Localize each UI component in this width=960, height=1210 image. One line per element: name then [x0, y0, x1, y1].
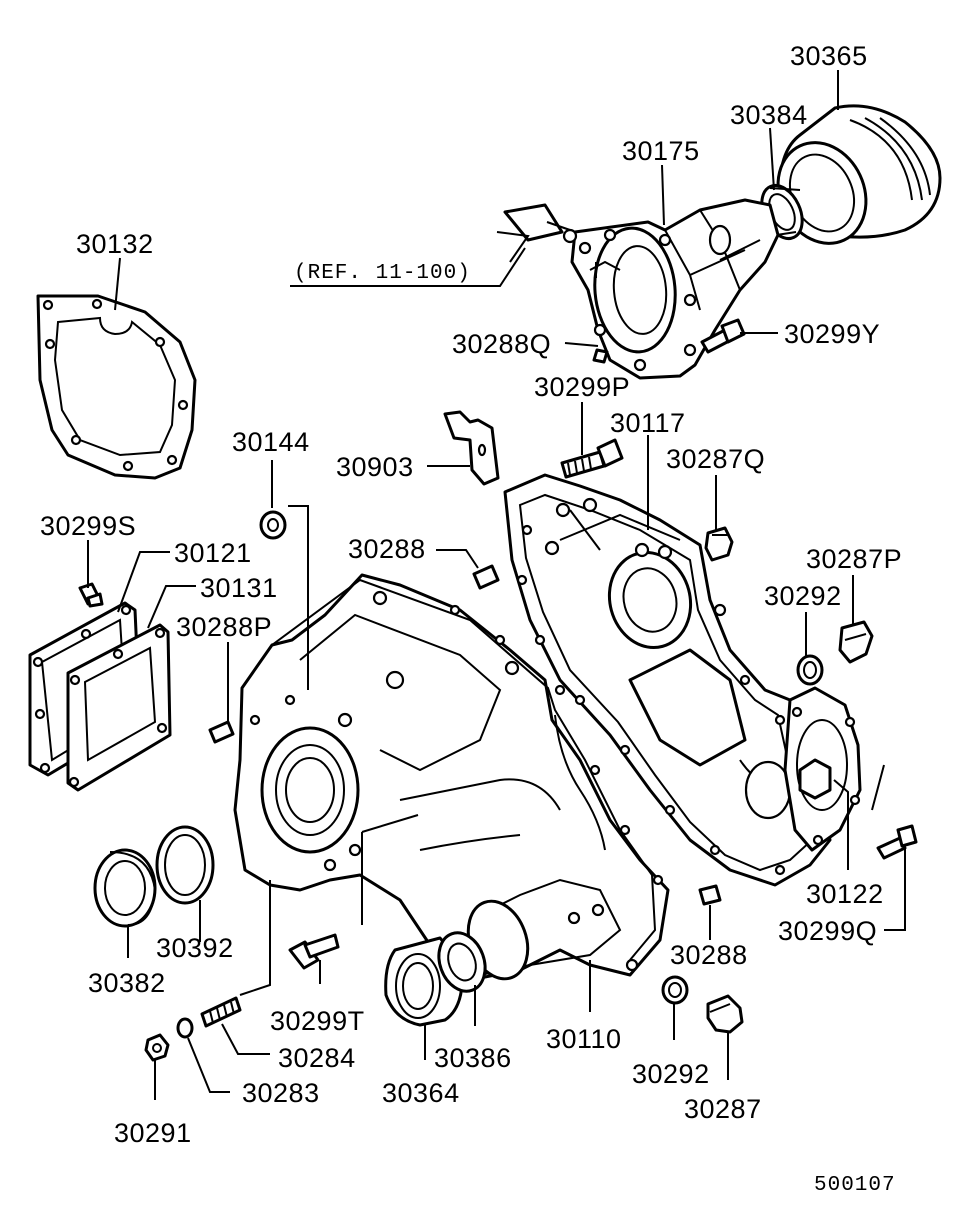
part-30288-pin-lower	[698, 884, 722, 906]
ref-tag	[503, 203, 578, 244]
part-30287Q-plug	[704, 526, 734, 562]
part-30292-washer-upper	[796, 654, 824, 686]
label-30288-lower: 30288	[670, 940, 748, 970]
part-30392-shim	[155, 825, 215, 905]
label-30292-lower: 30292	[632, 1059, 710, 1089]
label-30287: 30287	[684, 1094, 762, 1124]
part-30299P-bolt	[560, 438, 624, 479]
part-30288P-pin	[208, 720, 235, 744]
label-30287Q: 30287Q	[666, 444, 765, 474]
leader-lines	[87, 70, 906, 1100]
label-30110: 30110	[546, 1024, 622, 1054]
figure-code: 500107	[814, 1174, 896, 1197]
part-30292-washer-lower	[661, 975, 689, 1005]
part-30283-washer	[176, 1017, 194, 1039]
part-labels: 30365 30384 30175 30132 (REF. 11-100) 30…	[40, 41, 902, 1197]
label-30299P: 30299P	[534, 372, 630, 402]
part-30144-washer	[259, 510, 287, 540]
label-30131: 30131	[200, 573, 278, 603]
label-30386: 30386	[434, 1043, 512, 1073]
label-30299Q: 30299Q	[778, 916, 877, 946]
label-30365: 30365	[790, 41, 868, 71]
part-30117-case	[503, 473, 832, 887]
label-30288P: 30288P	[176, 612, 272, 642]
part-30175-extension-housing	[570, 198, 780, 380]
part-30382-bearing	[93, 848, 157, 928]
label-30364: 30364	[382, 1078, 460, 1108]
part-30122-cover	[783, 686, 862, 852]
label-30288: 30288	[348, 534, 426, 564]
part-30291-nut	[144, 1033, 170, 1062]
part-30287P-plug	[838, 620, 874, 664]
label-30283: 30283	[242, 1078, 320, 1108]
label-30384: 30384	[730, 100, 808, 130]
label-30288Q: 30288Q	[452, 329, 551, 359]
part-30284-stud	[200, 996, 242, 1028]
part-30287-plug	[706, 994, 744, 1034]
label-30175: 30175	[622, 136, 700, 166]
label-30299Y: 30299Y	[784, 319, 880, 349]
label-30291: 30291	[114, 1118, 192, 1148]
label-30299T: 30299T	[270, 1006, 365, 1036]
label-30299S: 30299S	[40, 511, 136, 541]
label-30144: 30144	[232, 427, 310, 457]
part-30903-bracket	[443, 410, 500, 486]
label-30903: 30903	[336, 452, 414, 482]
part-30288Q-pin	[592, 348, 609, 364]
label-30121: 30121	[174, 538, 252, 568]
part-30131-gasket	[66, 623, 172, 792]
part-30299S-bolt	[78, 582, 104, 608]
label-30287P: 30287P	[806, 544, 902, 574]
label-30132: 30132	[76, 229, 154, 259]
label-30284: 30284	[278, 1043, 356, 1073]
label-30392: 30392	[156, 933, 234, 963]
part-30299Q-bolt	[876, 824, 918, 860]
label-30292: 30292	[764, 581, 842, 611]
part-30386-seal	[437, 931, 487, 993]
part-30132-gasket	[36, 294, 197, 480]
label-30117: 30117	[610, 408, 686, 438]
part-30288-pin-upper	[472, 564, 500, 590]
part-30110-front-case	[233, 573, 670, 982]
part-30299T-bolt	[288, 933, 340, 970]
label-ref: (REF. 11-100)	[294, 262, 471, 285]
label-30382: 30382	[88, 968, 166, 998]
label-30122: 30122	[806, 879, 884, 909]
